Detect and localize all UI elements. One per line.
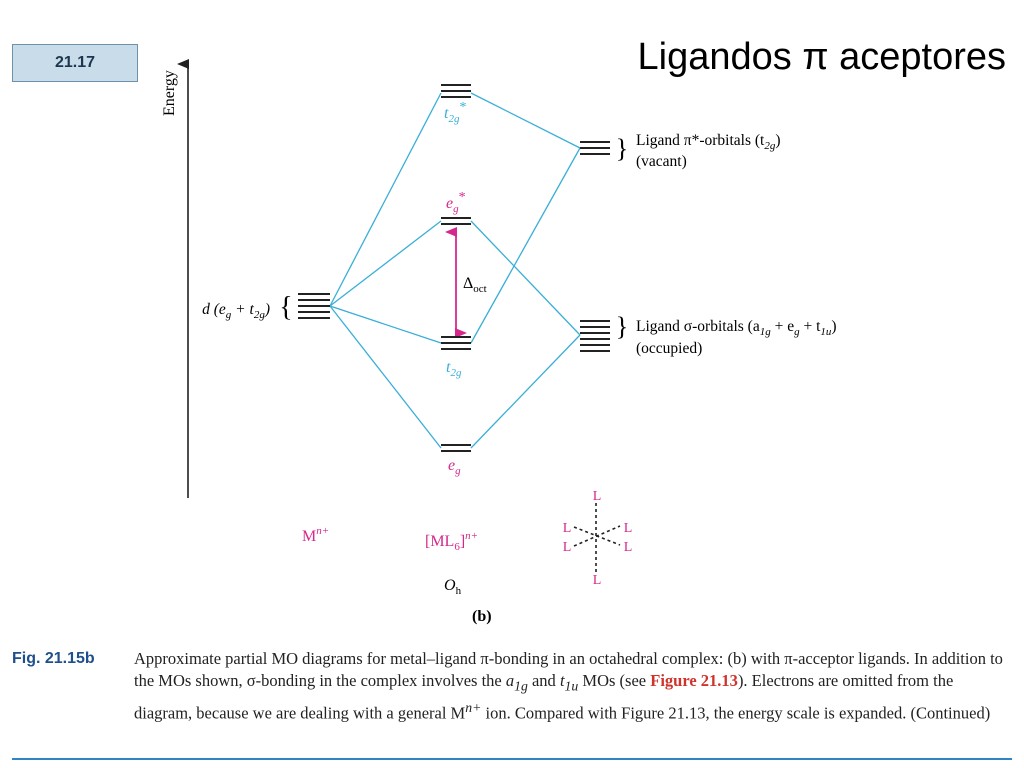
ligand-sigma-brace: } bbox=[616, 312, 628, 341]
t2g-label: t2g bbox=[446, 359, 462, 379]
eg-level bbox=[441, 444, 471, 452]
t2g-star-label: t2g* bbox=[444, 100, 466, 125]
connector-lines bbox=[329, 92, 581, 449]
slide-number-badge: 21.17 bbox=[12, 44, 138, 82]
metal-d-brace: { bbox=[279, 292, 292, 323]
svg-text:L: L bbox=[563, 540, 572, 555]
metal-ion-label: Mn+ bbox=[302, 525, 329, 545]
complex-label: [ML6]n+ bbox=[425, 530, 478, 553]
svg-text:L: L bbox=[624, 521, 633, 536]
panel-label: (b) bbox=[472, 608, 492, 625]
t2g-level bbox=[441, 336, 471, 350]
figure-caption: Fig. 21.15b Approximate partial MO diagr… bbox=[12, 648, 1012, 725]
energy-axis-label: Energy bbox=[161, 70, 178, 116]
t2g-star-level bbox=[441, 84, 471, 98]
delta-oct-label: Δoct bbox=[463, 275, 487, 295]
eg-label: eg bbox=[448, 457, 461, 477]
ligand-sigma-label: Ligand σ-orbitals (a1g + eg + t1u) bbox=[636, 318, 837, 338]
caption-text: Approximate partial MO diagrams for meta… bbox=[134, 649, 1003, 723]
ligand-pi-state: (vacant) bbox=[636, 153, 687, 170]
eg-star-level bbox=[441, 217, 471, 225]
svg-text:L: L bbox=[563, 521, 572, 536]
ligand-pi-brace: } bbox=[616, 134, 628, 163]
ligand-pi-level bbox=[580, 141, 610, 155]
eg-star-label: eg* bbox=[446, 190, 466, 215]
metal-d-label: d (eg + t2g) bbox=[202, 301, 270, 321]
ligand-sigma-state: (occupied) bbox=[636, 340, 702, 357]
bottom-rule bbox=[12, 758, 1012, 760]
mo-diagram: Energy { d (eg + t2g) t2g* eg* Δoct bbox=[161, 59, 837, 625]
caption-label: Fig. 21.15b bbox=[12, 650, 95, 667]
slide-title: Ligandos π aceptores bbox=[637, 36, 1006, 78]
ligand-sigma-level bbox=[580, 320, 610, 352]
svg-text:L: L bbox=[593, 573, 602, 588]
svg-text:L: L bbox=[593, 489, 602, 504]
ligand-pi-label: Ligand π*-orbitals (t2g) bbox=[636, 132, 781, 152]
octahedron-ligands: L L L L L L bbox=[563, 489, 633, 588]
svg-text:L: L bbox=[624, 540, 633, 555]
point-group-label: Oh bbox=[444, 577, 462, 597]
metal-d-level bbox=[298, 293, 330, 319]
octahedron-sketch bbox=[573, 503, 621, 572]
figure-reference-link[interactable]: Figure 21.13 bbox=[650, 671, 738, 690]
